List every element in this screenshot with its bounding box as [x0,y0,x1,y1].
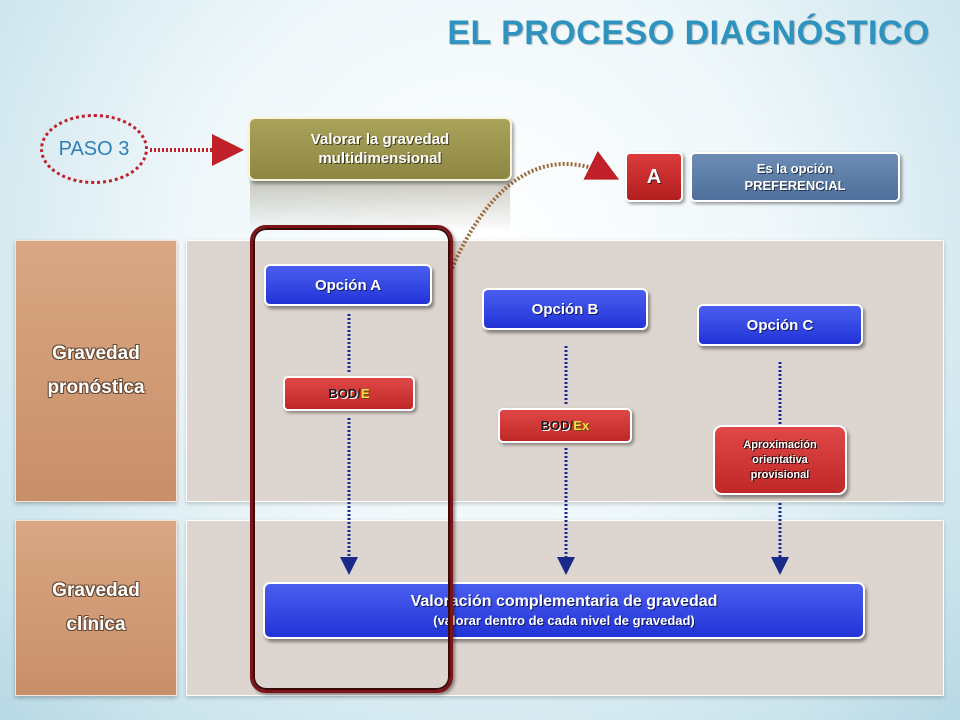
option-a-highlight-frame [250,225,453,693]
row-label-clinical-line1: Gravedad [52,580,140,601]
approximation-line3: provisional [750,468,810,481]
task-line1: Valorar la gravedad [310,131,450,148]
page-title: EL PROCESO DIAGNÓSTICO [447,14,930,52]
row-label-prognostic-line2: pronóstica [47,377,145,398]
index-bode-base: BOD [328,386,358,401]
task-line2: multidimensional [318,150,442,167]
option-a-box: Opción A [264,264,432,306]
approximation-line2: orientativa [752,453,808,466]
row-label-clinical: Gravedad clínica [15,520,177,696]
complementary-line1: Valoración complementaria de gravedad [410,593,718,610]
option-to-badge-arrow [450,150,620,269]
recommendation-line1: Es la opción [756,161,834,176]
approximation-line1: Aproximación [743,438,817,451]
recommendation-line2: PREFERENCIAL [744,178,846,193]
task-box-reflection [250,181,510,231]
index-bodex-separator: / [569,418,574,433]
option-c-box: Opción C [697,304,863,346]
approximation-box: Aproximación orientativa provisional [713,425,847,495]
row-label-prognostic-line1: Gravedad [52,343,140,364]
index-bodex-base: BOD [540,418,570,433]
task-box: Valorar la gravedad multidimensional [248,117,512,181]
step-label: PASO 3 [40,114,148,184]
complementary-assessment-box: Valoración complementaria de gravedad (v… [263,582,865,639]
complementary-line2: (valorar dentro de cada nivel de graveda… [433,613,695,628]
row-label-clinical-line2: clínica [66,614,126,635]
index-bode-suffix: E [360,386,370,401]
recommendation-box: Es la opción PREFERENCIAL [690,152,900,202]
row-label-prognostic: Gravedad pronóstica [15,240,177,502]
index-bodex-box: BOD/Ex [498,408,632,443]
index-bode-separator: / [357,386,361,401]
option-b-box: Opción B [482,288,648,330]
index-bode-box: BOD/E [283,376,415,411]
recommendation-badge: A [625,152,683,202]
index-bodex-suffix: Ex [573,418,590,433]
